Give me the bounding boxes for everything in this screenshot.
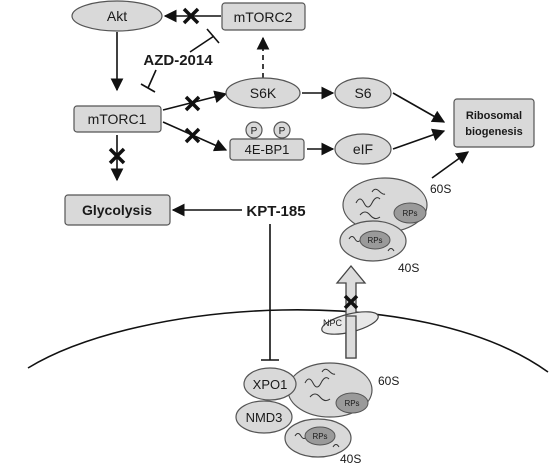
svg-text:S6: S6 bbox=[354, 85, 371, 101]
arrow-ribosome-ribosomal bbox=[431, 151, 470, 179]
svg-text:4E-BP1: 4E-BP1 bbox=[245, 142, 290, 157]
mtorc1-node: mTORC1 bbox=[73, 105, 162, 133]
svg-text:Akt: Akt bbox=[107, 8, 127, 24]
cytoplasmic-ribosome: RPs RPs 60S 40S bbox=[339, 177, 451, 275]
svg-text:NMD3: NMD3 bbox=[246, 410, 283, 425]
svg-text:eIF: eIF bbox=[353, 141, 373, 157]
akt-node: Akt bbox=[71, 0, 163, 32]
phosphate-circle-icon: P bbox=[273, 121, 291, 139]
arrow-eif-ribosomal bbox=[392, 128, 446, 150]
inhibit-azd-mtorc2 bbox=[189, 35, 215, 53]
eif-node: eIF bbox=[334, 133, 392, 165]
cyto-40s-rps bbox=[359, 230, 391, 250]
s6k-node: S6K bbox=[225, 77, 301, 109]
svg-text:RPs: RPs bbox=[402, 209, 417, 218]
xpo1-node: XPO1 bbox=[243, 367, 297, 401]
inhibit-bar-mtorc2 bbox=[206, 28, 220, 44]
inhibit-bar-mtorc1 bbox=[140, 83, 156, 93]
connectors bbox=[110, 9, 470, 361]
x-mark-icon bbox=[108, 147, 126, 165]
svg-text:RPs: RPs bbox=[367, 236, 382, 245]
glycolysis-node: Glycolysis bbox=[64, 194, 171, 226]
svg-text:S6K: S6K bbox=[250, 85, 277, 101]
x-mark-icon bbox=[184, 95, 201, 112]
kpt-185-label: KPT-185 bbox=[246, 203, 305, 220]
x-mark-icon bbox=[184, 127, 201, 144]
svg-text:mTORC2: mTORC2 bbox=[234, 9, 293, 25]
svg-text:P: P bbox=[279, 126, 286, 137]
cyto-40s-label: 40S bbox=[398, 261, 419, 275]
svg-text:XPO1: XPO1 bbox=[253, 377, 288, 392]
nuclear-ribosome: RPs RPs 60S 40S bbox=[284, 362, 399, 466]
block-marks bbox=[108, 7, 359, 310]
npc-label: NPC bbox=[323, 318, 343, 328]
inhibit-azd-mtorc1 bbox=[147, 69, 157, 89]
svg-text:mTORC1: mTORC1 bbox=[88, 111, 147, 127]
export-arrow-front bbox=[345, 315, 357, 359]
nuclear-envelope bbox=[27, 309, 549, 373]
s6-node: S6 bbox=[334, 77, 392, 109]
svg-text:Ribosomal: Ribosomal bbox=[466, 110, 522, 122]
svg-text:biogenesis: biogenesis bbox=[465, 126, 522, 138]
svg-text:Glycolysis: Glycolysis bbox=[82, 202, 152, 218]
nuc-60s-label: 60S bbox=[378, 374, 399, 388]
svg-text:P: P bbox=[251, 126, 258, 137]
cyto-60s-label: 60S bbox=[430, 182, 451, 196]
mtorc2-node: mTORC2 bbox=[221, 2, 306, 31]
phosphate-circle-icon: P bbox=[245, 121, 263, 139]
cyto-60s-rps bbox=[393, 202, 427, 224]
azd-2014-label: AZD-2014 bbox=[143, 52, 213, 69]
x-mark-icon bbox=[343, 294, 359, 310]
nuc-40s-rps bbox=[304, 426, 336, 446]
svg-text:RPs: RPs bbox=[312, 432, 327, 441]
nmd3-node: NMD3 bbox=[235, 400, 293, 434]
arrow-s6-ribosomal bbox=[392, 92, 446, 123]
svg-text:RPs: RPs bbox=[344, 399, 359, 408]
nuc-40s-label: 40S bbox=[340, 452, 361, 466]
4ebp1-node: 4E-BP1 bbox=[229, 138, 305, 161]
nuclear-pore-complex: NPC bbox=[321, 311, 379, 359]
nuc-60s-rps bbox=[335, 392, 369, 414]
ribosomal-biogenesis-node: Ribosomal biogenesis bbox=[453, 98, 535, 148]
x-mark-icon bbox=[182, 7, 200, 25]
